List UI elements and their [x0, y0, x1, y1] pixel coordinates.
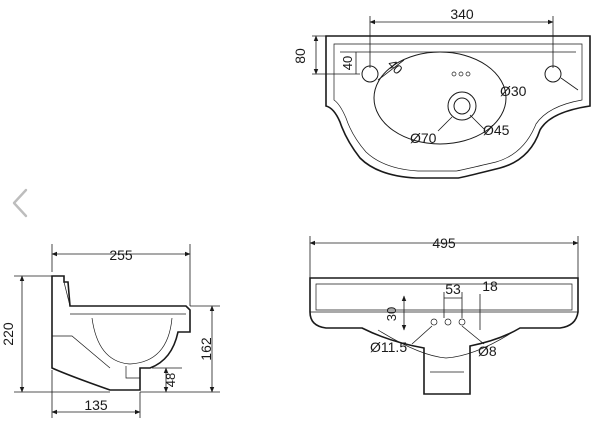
front-hole-b	[444, 318, 452, 326]
top-view: 340 80 40 40 Ø30 Ø70 Ø45	[292, 6, 591, 179]
side-depth-label: 255	[109, 247, 133, 263]
side-height-label: 220	[0, 322, 16, 346]
front-hole-a	[430, 318, 438, 326]
front-view-bowl-curve	[377, 329, 517, 359]
side-view-waste	[125, 366, 140, 379]
front-view-top-ledge	[315, 283, 573, 311]
top-view-bowl	[373, 51, 507, 145]
front-height-label: 30	[384, 307, 399, 321]
top-width-label: 340	[450, 6, 474, 22]
side-view: 255 220 162 48 135	[0, 244, 220, 418]
waste-inner-diameter-label: Ø45	[483, 122, 510, 138]
front-view-outline	[309, 277, 579, 395]
side-base-label: 135	[84, 397, 108, 413]
side-view-back-panel	[63, 281, 71, 307]
top-depth-label: 80	[292, 48, 308, 64]
front-spacing-label: 53	[445, 281, 461, 297]
top-view-outline	[325, 35, 591, 179]
front-side-label: 18	[482, 278, 498, 294]
tap-hole-diameter-label: Ø30	[500, 83, 527, 99]
front-hole-b-diameter-label: Ø8	[478, 343, 497, 359]
front-hole-a-diameter-label: Ø11.5	[370, 339, 407, 355]
waste-outer	[447, 91, 477, 121]
waste-outer-diameter-label: Ø70	[410, 130, 437, 146]
side-front-height-label: 162	[198, 337, 214, 361]
tap-hole-left	[361, 65, 379, 83]
overflow-hole-1	[451, 71, 457, 77]
front-hole-c	[458, 318, 466, 326]
top-offset-label-a: 40	[340, 56, 355, 70]
side-view-bowl-curve	[91, 317, 173, 365]
side-view-outline	[51, 275, 191, 391]
side-bottom-label: 48	[163, 373, 178, 387]
front-width-label: 495	[432, 235, 456, 251]
top-view-inner-rim	[333, 43, 583, 172]
waste-inner	[453, 97, 471, 115]
tap-hole-right	[544, 65, 562, 83]
overflow-hole-2	[458, 71, 464, 77]
front-view: 495 53 18 30 Ø11.5 Ø8	[309, 235, 579, 395]
side-view-bracket	[52, 335, 111, 369]
overflow-hole-3	[465, 71, 471, 77]
chevron-left-icon[interactable]	[6, 186, 32, 220]
